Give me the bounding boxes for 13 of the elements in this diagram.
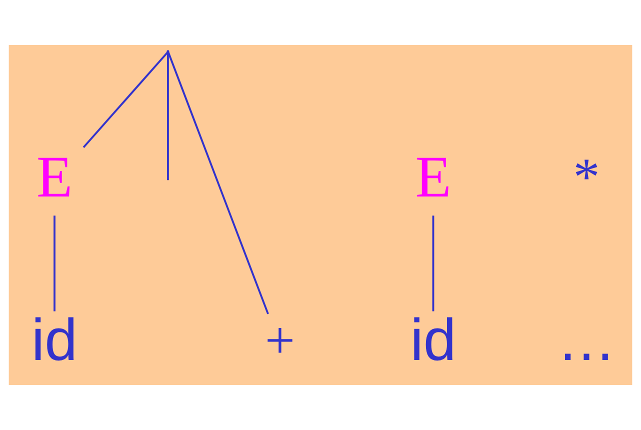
connector — [167, 52, 269, 314]
node-text: * — [573, 148, 600, 207]
node-point — [166, 50, 170, 53]
node-text: E — [36, 143, 73, 210]
connector — [167, 52, 169, 180]
node-text: id — [410, 308, 456, 373]
connector — [82, 51, 169, 148]
node-text: id — [32, 308, 78, 373]
connector — [432, 216, 434, 312]
node-text: … — [557, 308, 616, 373]
connector — [54, 216, 56, 312]
node-text: E — [415, 143, 452, 210]
node-text: + — [265, 312, 295, 370]
